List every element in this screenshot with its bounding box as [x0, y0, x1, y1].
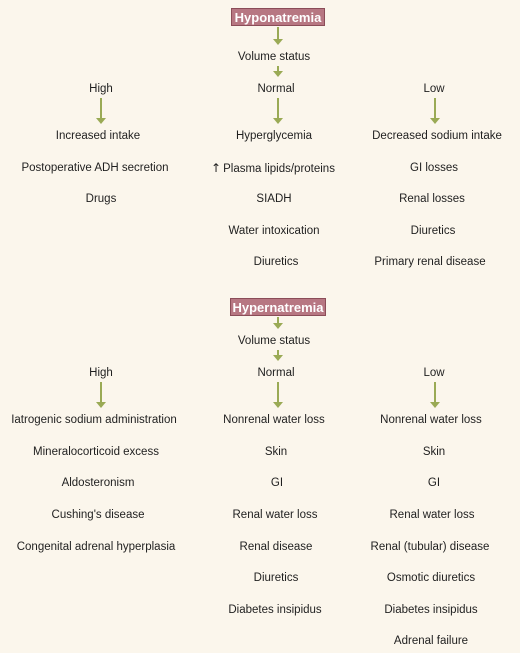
hyper-volume-status: Volume status [237, 335, 311, 347]
hyper-low-item: Skin [422, 446, 446, 458]
hyper-normal-item: Skin [264, 446, 288, 458]
hyper-low-item: Osmotic diuretics [386, 572, 476, 584]
hyper-low-item: Adrenal failure [393, 635, 469, 647]
hypo-normal-label: Normal [257, 83, 295, 95]
hypo-high-label: High [89, 83, 113, 95]
arrow-icon [430, 98, 440, 124]
hyper-normal-label: Normal [257, 367, 295, 379]
arrow-icon [273, 66, 283, 77]
hyper-low-item: Nonrenal water loss [380, 414, 482, 426]
hyper-low-item: Renal (tubular) disease [370, 541, 490, 553]
up-arrow-icon: ↑ [211, 161, 222, 175]
arrow-icon [96, 382, 106, 408]
hypo-low-item: Diuretics [410, 225, 456, 237]
hyper-normal-item: Diabetes insipidus [228, 604, 322, 616]
hyper-normal-item: Renal water loss [232, 509, 318, 521]
hyper-normal-item: Diuretics [253, 572, 299, 584]
hypo-high-item: Postoperative ADH secretion [21, 162, 169, 174]
hypo-low-item: Primary renal disease [374, 256, 486, 268]
hyper-low-item: Renal water loss [389, 509, 475, 521]
arrow-icon [96, 98, 106, 124]
arrow-icon [273, 98, 283, 124]
hyper-low-label: Low [423, 367, 445, 379]
hypo-normal-item-plasma: ↑Plasma lipids/proteins [211, 161, 335, 176]
hypo-normal-item: Diuretics [253, 256, 299, 268]
arrow-icon [273, 317, 283, 329]
arrow-icon [273, 27, 283, 45]
hypo-normal-item: Water intoxication [228, 225, 320, 237]
hypo-low-label: Low [423, 83, 445, 95]
arrow-icon [273, 382, 283, 408]
hypo-low-item: GI losses [410, 162, 458, 174]
hypo-normal-item: Plasma lipids/proteins [223, 163, 335, 175]
hyper-high-label: High [89, 367, 113, 379]
hypo-low-item: Decreased sodium intake [372, 130, 502, 142]
hyper-normal-item: Nonrenal water loss [223, 414, 325, 426]
hyper-high-item: Cushing's disease [51, 509, 145, 521]
hyponatremia-title: Hyponatremia [231, 8, 325, 26]
hypo-high-item: Drugs [85, 193, 117, 205]
hyper-low-item: GI [427, 477, 441, 489]
hyper-low-item: Diabetes insipidus [384, 604, 478, 616]
hypo-high-item: Increased intake [55, 130, 141, 142]
hyper-normal-item: Renal disease [239, 541, 313, 553]
hypo-normal-item: SIADH [256, 193, 292, 205]
arrow-icon [430, 382, 440, 408]
hyper-high-item: Mineralocorticoid excess [33, 446, 159, 458]
hypernatremia-title: Hypernatremia [230, 298, 326, 316]
hyper-normal-item: GI [270, 477, 284, 489]
hyper-high-item: Iatrogenic sodium administration [11, 414, 177, 426]
hyper-high-item: Aldosteronism [61, 477, 135, 489]
hypo-volume-status: Volume status [237, 51, 311, 63]
hypo-low-item: Renal losses [399, 193, 465, 205]
arrow-icon [273, 350, 283, 361]
hyper-high-item: Congenital adrenal hyperplasia [16, 541, 176, 553]
hypo-normal-item: Hyperglycemia [235, 130, 313, 142]
